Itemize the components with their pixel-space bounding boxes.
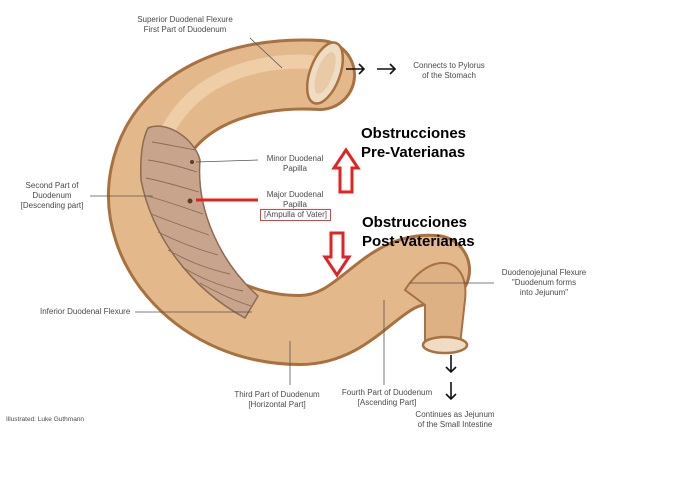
pylorus-arrows [346, 63, 397, 75]
opened-mucosa [140, 125, 259, 320]
annotation-post-vaterian: Obstrucciones Post-Vaterianas [362, 214, 475, 250]
mucosal-folds [145, 141, 252, 307]
jejunum-opening [421, 335, 469, 355]
label-major-papilla: Major Duodenal Papilla [266, 190, 324, 209]
label-third-part: Third Part of Duodenum [Horizontal Part] [234, 390, 320, 409]
label-pylorus: Connects to Pylorus of the Stomach [413, 61, 485, 80]
minor-papilla-mark [190, 160, 194, 164]
illustrator-credit: Illustrated: Luke Guthmann [6, 416, 85, 423]
label-inferior-flexure: Inferior Duodenal Flexure [40, 307, 131, 316]
pylorus-lumen [314, 52, 336, 94]
label-duodenojejunal-flexure: Duodenojejunal Flexure "Duodenum forms i… [501, 268, 587, 297]
post-vaterian-down-arrow [322, 231, 352, 278]
label-second-part: Second Part of Duodenum [Descending part… [20, 181, 84, 210]
jejunum-arrows [445, 355, 457, 401]
major-papilla-mark [187, 198, 193, 204]
duodenum-tube [110, 41, 468, 364]
annotation-pre-vaterian: Obstrucciones Pre-Vaterianas [361, 125, 467, 161]
label-superior-flexure: Superior Duodenal Flexure First Part of … [137, 15, 233, 34]
label-fourth-part: Fourth Part of Duodenum [Ascending Part] [341, 388, 433, 407]
leader-lines [90, 37, 494, 385]
label-ampulla-of-vater: [Ampulla of Vater] [260, 209, 331, 221]
label-minor-papilla: Minor Duodenal Papilla [266, 154, 324, 173]
pre-vaterian-up-arrow [331, 147, 361, 194]
label-jejunum: Continues as Jejunum of the Small Intest… [415, 410, 495, 429]
